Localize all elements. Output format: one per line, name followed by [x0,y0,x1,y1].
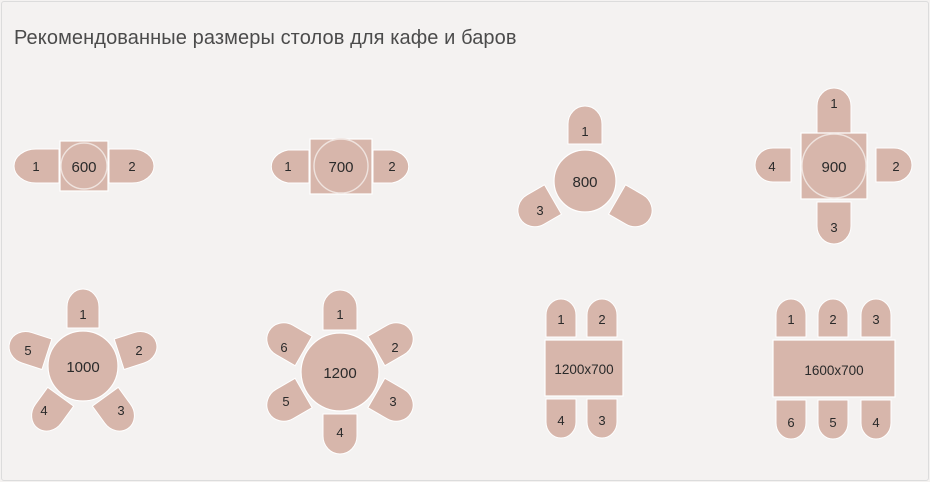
chair-3-label: 3 [598,413,605,428]
chair-2-label: 2 [388,159,395,174]
layout-1000: 1 2 3 4 5 1000 [8,288,158,432]
chair-2-label: 2 [391,340,398,355]
layout-600: 1 2 600 [13,140,155,192]
chair-1-label: 1 [336,307,343,322]
table-1600x700-label: 1600x700 [804,363,863,378]
chair-5-label: 5 [829,415,836,430]
layout-1200x700: 1 2 3 4 1200x700 [544,298,624,439]
chair-6-label: 6 [280,340,287,355]
table-1000-label: 1000 [66,359,99,376]
table-700-label: 700 [328,159,353,176]
chair-1-label: 1 [32,159,39,174]
chair-1 [322,289,358,331]
chair-1 [66,288,100,329]
layout-900: 1 2 3 4 900 [754,87,913,245]
chair-2 [367,322,414,367]
chair-2 [875,147,913,183]
chair-4 [31,386,75,432]
table-1200 [300,332,380,412]
table-1200x700-label: 1200x700 [554,362,613,377]
table-1600x700 [772,339,896,398]
chair-4 [545,398,577,439]
chair-5 [266,377,313,422]
layout-1200: 1 2 3 4 5 6 1200 [266,289,414,455]
chair-1-label: 1 [557,312,564,327]
layout-1600x700: 1 2 3 4 5 6 1600x700 [772,298,896,440]
chair-2 [372,149,410,184]
chair-2 [817,298,849,338]
chair-4 [860,399,892,440]
chair-1-label: 1 [79,307,86,322]
chair-1 [775,298,807,338]
chair-2-label: 2 [892,159,899,174]
chair-1-label: 1 [830,96,837,111]
chair-2 [113,331,158,371]
chair-4-label: 4 [336,425,343,440]
chair-2-label: 2 [128,159,135,174]
layout-700: 1 2 700 [270,138,410,195]
chair-1 [13,148,60,184]
chair-3 [607,184,653,228]
table-900-circle [801,133,867,199]
chair-3 [860,298,892,338]
table-1200-label: 1200 [323,365,356,382]
chair-2-label: 2 [135,343,142,358]
chair-5 [817,399,849,440]
table-1200x700 [544,339,624,397]
chair-3-label: 3 [389,394,396,409]
chair-2 [517,184,563,228]
chair-3 [91,386,135,432]
chair-1-label: 1 [787,312,794,327]
chair-2 [108,148,155,184]
chair-1 [816,87,852,134]
chair-1 [567,105,603,145]
chair-4-label: 4 [557,413,564,428]
chair-3 [367,377,414,422]
chair-5-label: 5 [282,394,289,409]
layout-800: 1 2 3 800 [517,105,653,228]
table-600-label: 600 [71,159,96,176]
chair-3-label: 3 [536,203,543,218]
chair-4-label: 4 [40,403,47,418]
table-700-circle [313,138,369,194]
chair-1 [270,149,310,184]
table-1000 [47,330,119,402]
table-600-circle [60,142,108,190]
chair-6 [266,322,313,367]
chair-6-label: 6 [787,415,794,430]
chair-2 [586,298,618,338]
chair-6 [775,399,807,440]
table-800-label: 800 [572,174,597,191]
chair-4-label: 4 [768,159,775,174]
chair-3 [816,201,852,245]
chair-5-label: 5 [24,343,31,358]
chair-1-label: 1 [581,124,588,139]
chair-3 [586,398,618,439]
table-900-label: 900 [821,159,846,176]
chair-3-label: 3 [830,220,837,235]
table-800 [553,149,617,213]
chair-2-label: 2 [598,312,605,327]
chair-5 [8,331,53,371]
chair-1-label: 1 [284,159,291,174]
chair-4-label: 4 [872,415,879,430]
chair-3-label: 3 [117,403,124,418]
chair-3-label: 3 [872,312,879,327]
table-900 [800,132,868,200]
chair-4 [754,147,792,183]
chair-2-label: 2 [829,312,836,327]
chair-4 [322,413,358,455]
page-title: Рекомендованные размеры столов для кафе … [14,27,517,49]
chair-1 [545,298,577,338]
